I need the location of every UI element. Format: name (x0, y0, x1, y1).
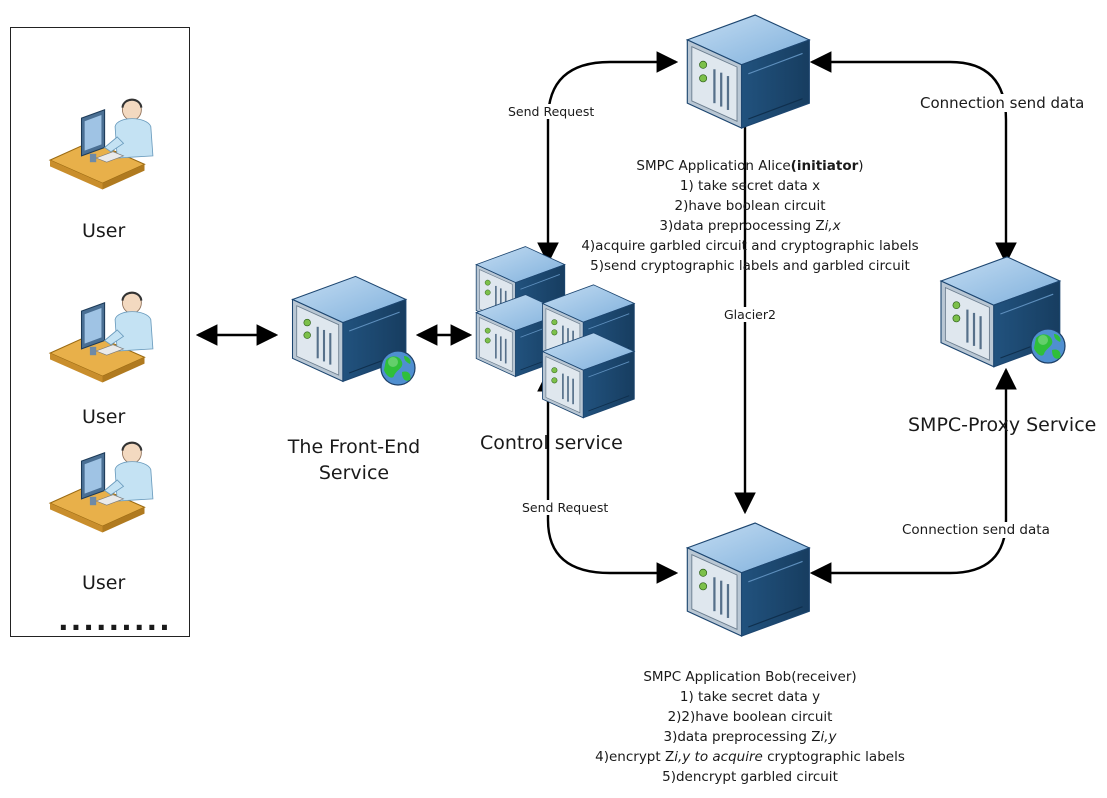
send-request-bottom-label: Send Request (520, 500, 611, 515)
bob-description: SMPC Application Bob(receiver) 1) take s… (560, 667, 940, 787)
bob-step-3: 3)data preprocessing Zi,y (663, 729, 837, 745)
frontend-label-line1: The Front-End (287, 436, 421, 458)
alice-server-icon (686, 13, 811, 130)
bob-server-icon (686, 521, 811, 638)
control-service-label: Control service (480, 432, 623, 454)
alice-title: SMPC Application Alice(initiator) (636, 158, 864, 174)
edge-control-bob (537, 369, 679, 584)
frontend-globe-icon (380, 350, 416, 386)
proxy-service-label: SMPC-Proxy Service (908, 414, 1097, 436)
edge-bob-proxy (809, 367, 1017, 584)
proxy-globe-icon (1030, 328, 1066, 364)
alice-description: SMPC Application Alice(initiator) 1) tak… (560, 156, 940, 276)
bob-step-5: 5)dencrypt garbled circuit (662, 769, 838, 785)
alice-step-4: 4)acquire garbled circuit and cryptograp… (581, 238, 919, 254)
send-request-top-label: Send Request (506, 104, 597, 119)
frontend-label-line2: Service (318, 462, 390, 484)
user-label-2: User (82, 406, 126, 428)
user-label-3: User (82, 572, 126, 594)
connection-bottom-label: Connection send data (900, 522, 1052, 538)
alice-step-2: 2)have boolean circuit (674, 198, 826, 214)
bob-step-4: 4)encrypt Zi,y to acquire cryptographic … (595, 749, 905, 765)
edge-alice-proxy (809, 51, 1017, 265)
users-container (10, 27, 190, 637)
bob-title: SMPC Application Bob(receiver) (643, 669, 857, 685)
bob-step-1: 1) take secret data y (679, 689, 821, 705)
alice-step-1: 1) take secret data x (679, 178, 821, 194)
bob-step-2: 2)2)have boolean circuit (667, 709, 833, 725)
alice-step-5: 5)send cryptographic labels and garbled … (590, 258, 910, 274)
connection-top-label: Connection send data (918, 94, 1087, 112)
glacier2-label: Glacier2 (722, 307, 778, 322)
user-label-1: User (82, 220, 126, 242)
alice-step-3: 3)data preproocessing Zi,x (659, 218, 841, 234)
frontend-label: The Front-End Service (270, 434, 438, 486)
more-users-ellipsis: ......... (58, 604, 172, 637)
